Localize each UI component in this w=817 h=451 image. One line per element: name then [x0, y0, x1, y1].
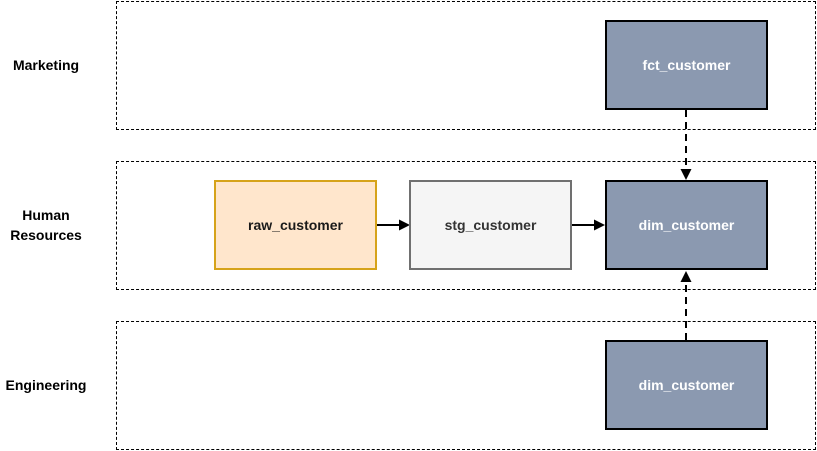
node-stg-customer[interactable]: stg_customer [409, 180, 572, 270]
lane-label-engineering: Engineering [5, 377, 87, 393]
lane-label-human-resources: Human Resources [10, 207, 82, 243]
lane-engineering [116, 321, 816, 450]
node-fct-customer-marketing[interactable]: fct_customer [605, 20, 768, 110]
node-label: dim_customer [638, 377, 735, 393]
node-label: raw_customer [248, 217, 343, 233]
node-label: stg_customer [444, 217, 537, 233]
lane-marketing [116, 1, 816, 130]
node-label: dim_customer [638, 217, 735, 233]
node-dim-customer-hr[interactable]: dim_customer [605, 180, 768, 270]
lane-human-resources [116, 161, 816, 290]
lane-label-marketing: Marketing [12, 57, 80, 73]
node-label: fct_customer [642, 57, 731, 73]
node-raw-customer[interactable]: raw_customer [214, 180, 377, 270]
node-dim-customer-engineering[interactable]: dim_customer [605, 340, 768, 430]
